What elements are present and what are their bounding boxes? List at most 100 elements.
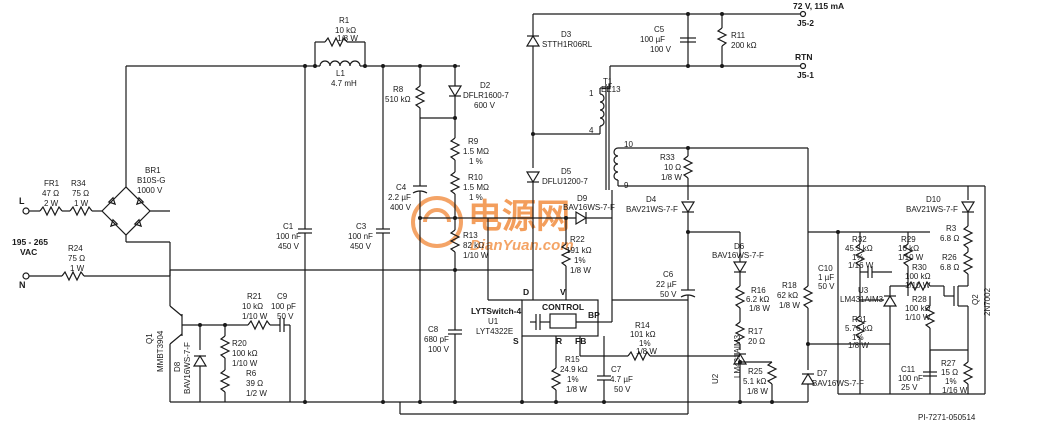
r26-value: 6.8 Ω: [940, 263, 959, 272]
bias-section: R33 10 Ω 1/8 W D4 BAV21WS-7-F C6 22 µF 5…: [612, 146, 968, 414]
r25-value: 5.1 kΩ: [743, 377, 766, 386]
r21-value: 10 kΩ: [242, 302, 263, 311]
r28-name: R28: [912, 295, 927, 304]
r24-name: R24: [68, 244, 83, 253]
r28-value: 100 kΩ: [905, 304, 931, 313]
c10-name: C10: [818, 264, 833, 273]
d2-name: D2: [480, 81, 491, 90]
u1-part: LYT4322E: [476, 327, 513, 336]
r10-name: R10: [468, 173, 483, 182]
r30-rating: 1/10 W: [905, 281, 931, 290]
fr1-name: FR1: [44, 179, 60, 188]
r1-rating: 1/8 W: [337, 34, 358, 43]
c7-value: 4.7 µF: [610, 375, 633, 384]
c5-value: 100 µF: [640, 35, 665, 44]
r21-rating: 1/10 W: [242, 312, 268, 321]
d9-name: D9: [577, 194, 588, 203]
c3-name: C3: [356, 222, 367, 231]
primary-drain-path: D3 STTH1R06RL T1 EE13 1 4 10 9 D5 DFLU12…: [525, 14, 633, 300]
r34-name: R34: [71, 179, 86, 188]
r31-rating: 1/8 W: [848, 341, 869, 350]
r17-name: R17: [748, 327, 763, 336]
rtn-label: RTN: [795, 52, 812, 62]
r27-name: R27: [941, 359, 956, 368]
u1-ref: U1: [488, 317, 499, 326]
u2-part: LM431AIM3: [733, 334, 742, 378]
r22-rating: 1/8 W: [570, 266, 591, 275]
l1-name: L1: [336, 69, 345, 78]
r29-name: R29: [901, 235, 916, 244]
d4-name: D4: [646, 195, 657, 204]
r15-tol: 1%: [567, 375, 579, 384]
r30-value: 100 kΩ: [905, 272, 931, 281]
c11-name: C11: [901, 365, 916, 374]
d3-name: D3: [561, 30, 572, 39]
c4-rating: 400 V: [390, 203, 412, 212]
r18-name: R18: [782, 281, 797, 290]
q1-part: MMBT3904: [156, 330, 165, 372]
l1-value: 4.7 mH: [331, 79, 357, 88]
r14-name: R14: [635, 321, 650, 330]
r13-rating: 1/10 W: [463, 251, 489, 260]
d10-part: BAV21WS-7-F: [906, 205, 958, 214]
r9-value: 1.5 MΩ: [463, 147, 489, 156]
input-section: L N 195 - 265 VAC FR1 47 Ω 2 W R34 75 Ω …: [12, 16, 460, 402]
c1-value: 100 nF: [276, 232, 301, 241]
br1-name: BR1: [145, 166, 161, 175]
r32-name: R32: [852, 235, 867, 244]
clamp-and-sense: R8 510 kΩ D2 DFLR1600-7 600 V C4 2.2 µF …: [170, 64, 533, 402]
r9-tol: 1 %: [469, 157, 483, 166]
br1-rating: 1000 V: [137, 186, 163, 195]
l-terminal: L: [19, 196, 25, 206]
r13-value: 82 kΩ: [463, 241, 484, 250]
r20-rating: 1/10 W: [232, 359, 258, 368]
input-vac: VAC: [20, 247, 37, 257]
bleeder-section: Q1 MMBT3904 D8 BAV16WS-7-F R21 10 kΩ 1/1…: [145, 270, 296, 402]
r9-name: R9: [468, 137, 479, 146]
watermark-en: DianYuan.com: [470, 237, 574, 254]
r14-tol: 1%: [639, 339, 651, 348]
r1-name: R1: [339, 16, 350, 25]
u1-control: CONTROL: [542, 302, 584, 312]
c1-rating: 450 V: [278, 242, 300, 251]
r3-name: R3: [946, 224, 957, 233]
r29-value: 10 kΩ: [898, 244, 919, 253]
r31-tol: 1%: [852, 333, 864, 342]
d8-part: BAV16WS-7-F: [183, 342, 192, 394]
c5-name: C5: [654, 25, 665, 34]
r32-tol: 1%: [852, 253, 864, 262]
r24-rating: 1 W: [70, 264, 85, 273]
watermark: 电源网 DianYuan.com: [411, 196, 574, 254]
n-terminal: N: [19, 280, 26, 290]
br1-part: B10S-G: [137, 176, 165, 185]
r25-rating: 1/8 W: [747, 387, 768, 396]
c9-value: 100 pF: [271, 302, 296, 311]
r11-name: R11: [731, 31, 746, 40]
drawing-id: PI-7271-050514: [918, 413, 976, 422]
d2-part: DFLR1600-7: [463, 91, 509, 100]
pin-v: V: [560, 287, 566, 297]
c9-name: C9: [277, 292, 288, 301]
r6-name: R6: [246, 369, 257, 378]
r8-name: R8: [393, 85, 404, 94]
r3-value: 6.8 Ω: [940, 234, 959, 243]
r18-value: 62 kΩ: [777, 291, 798, 300]
r14-value: 101 kΩ: [630, 330, 656, 339]
t1-name: T1: [603, 77, 613, 86]
pin-r: R: [556, 336, 562, 346]
c10-rating: 50 V: [818, 282, 835, 291]
r6-rating: 1/2 W: [246, 389, 267, 398]
t1-pin1: 1: [589, 89, 594, 98]
pin-fb: FB: [575, 336, 586, 346]
c6-name: C6: [663, 270, 674, 279]
d3-part: STTH1R06RL: [542, 40, 593, 49]
r27-rating: 1/16 W: [942, 386, 968, 395]
j5-2-label: J5-2: [797, 18, 814, 28]
r8-value: 510 kΩ: [385, 95, 411, 104]
r18-rating: 1/8 W: [779, 301, 800, 310]
d5-name: D5: [561, 167, 572, 176]
r17-value: 20 Ω: [748, 337, 765, 346]
q1-name: Q1: [145, 333, 154, 344]
c1-name: C1: [283, 222, 294, 231]
